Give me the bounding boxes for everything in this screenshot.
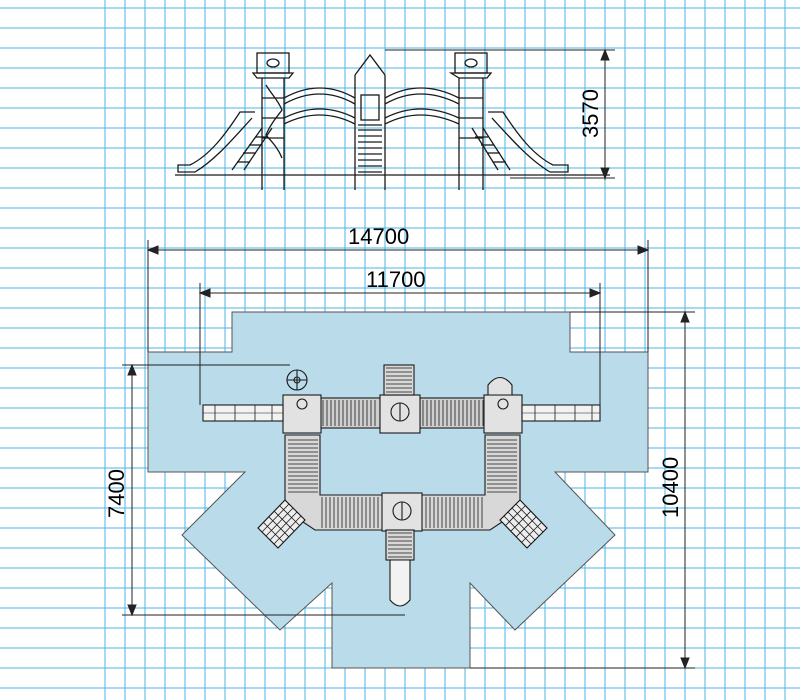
net-rope [273, 515, 302, 545]
net-rope [265, 507, 294, 537]
turret-top-right [487, 376, 513, 396]
net-rope [263, 522, 284, 543]
platform-left [282, 394, 322, 434]
net-rope [507, 511, 536, 541]
slide-ribs [203, 405, 600, 421]
dim-label-overall-width: 14700 [348, 224, 409, 249]
dim-label-left-depth: 7400 [104, 469, 129, 518]
net-rope [499, 519, 528, 549]
dimension-lines [122, 48, 695, 670]
bridge-left [319, 397, 381, 429]
right-stairs [471, 127, 511, 171]
net-rope [515, 516, 537, 538]
left-stairs [231, 127, 273, 171]
bottom-stair-slats [388, 532, 412, 558]
plan-view [202, 364, 601, 607]
net-rope [510, 510, 532, 532]
net-rope [261, 503, 290, 533]
net-rope [503, 515, 532, 545]
net-rope [273, 510, 295, 532]
net-rope [526, 527, 548, 549]
bridge-decking [322, 400, 484, 426]
net-rope [499, 499, 521, 521]
center-tower [354, 53, 386, 190]
net-rope [505, 505, 526, 526]
net-rope [268, 516, 290, 538]
walkway-u-frame [284, 434, 521, 531]
platform-emblems [296, 398, 509, 521]
net-climber-left [257, 499, 306, 549]
left-tower [251, 52, 295, 190]
top-entry-slats [386, 367, 412, 393]
net-rope [277, 519, 306, 549]
bottom-slide [389, 559, 411, 607]
right-slide [488, 111, 569, 173]
net-rope [269, 511, 298, 541]
right-tower [448, 52, 493, 190]
net-rope [257, 499, 286, 529]
platform-right [483, 394, 523, 434]
net-rope [519, 499, 548, 529]
net-climber-right [499, 499, 548, 549]
dim-label-inner-width: 11700 [366, 267, 426, 292]
dim-label-overall-depth: 10400 [658, 457, 683, 518]
net-rope [515, 503, 544, 533]
left-slide [177, 111, 255, 173]
net-rope [521, 522, 542, 543]
side-elevation [175, 52, 610, 190]
net-rope [279, 505, 300, 526]
net-rope [284, 499, 306, 521]
steering-wheel [286, 369, 308, 391]
net-rope [257, 527, 279, 549]
arched-bridges [283, 87, 460, 125]
net-rope [511, 507, 540, 537]
dim-label-height: 3570 [578, 89, 603, 138]
